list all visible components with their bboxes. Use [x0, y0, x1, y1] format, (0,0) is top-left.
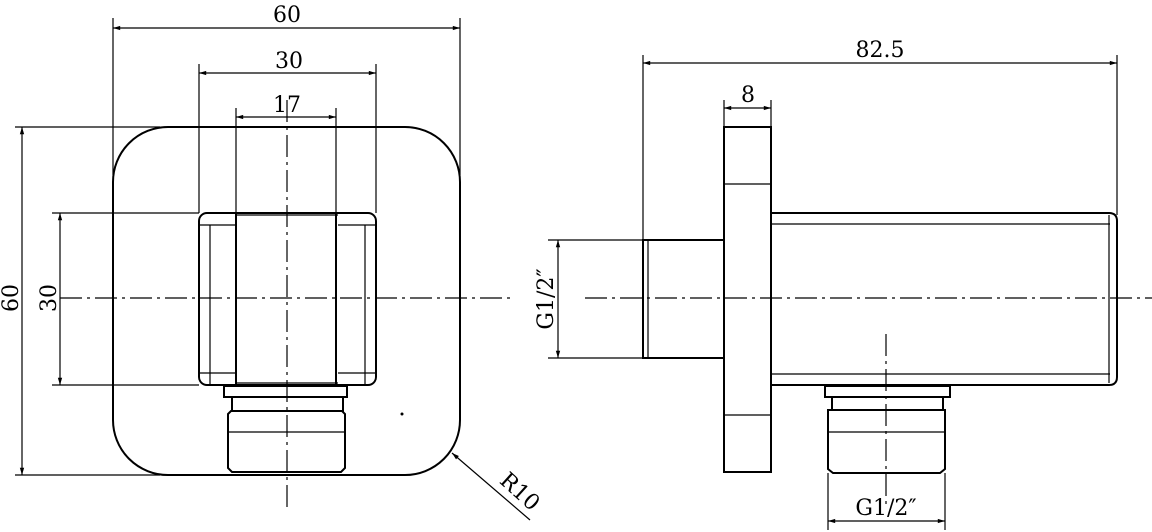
wall-plate [723, 126, 772, 473]
dim-body-width: 30 [275, 49, 303, 74]
dim-body-height: 30 [37, 284, 62, 312]
marker-dot [400, 412, 404, 416]
dim-overall-width: 60 [273, 3, 301, 28]
dim-overall-height: 60 [0, 284, 24, 312]
side-view: 82.5 8 G1/2″ G1/2″ [534, 38, 1152, 530]
dimension-lines-front [15, 18, 531, 521]
outlet-fitting-front [223, 385, 348, 473]
dim-plate-thickness: 8 [741, 83, 755, 108]
dim-corner-radius: R10 [494, 468, 544, 516]
body-side [771, 212, 1118, 386]
dim-inlet-thread: G1/2″ [534, 268, 559, 329]
outlet-fitting-side [824, 385, 951, 474]
front-view: 60 30 17 60 30 R10 [0, 3, 544, 521]
dimension-lines-side [548, 55, 1118, 530]
dim-outlet-thread: G1/2″ [855, 496, 916, 521]
dim-inner-width: 17 [273, 93, 301, 118]
inlet-pipe [642, 239, 725, 359]
dim-overall-depth: 82.5 [856, 38, 905, 63]
